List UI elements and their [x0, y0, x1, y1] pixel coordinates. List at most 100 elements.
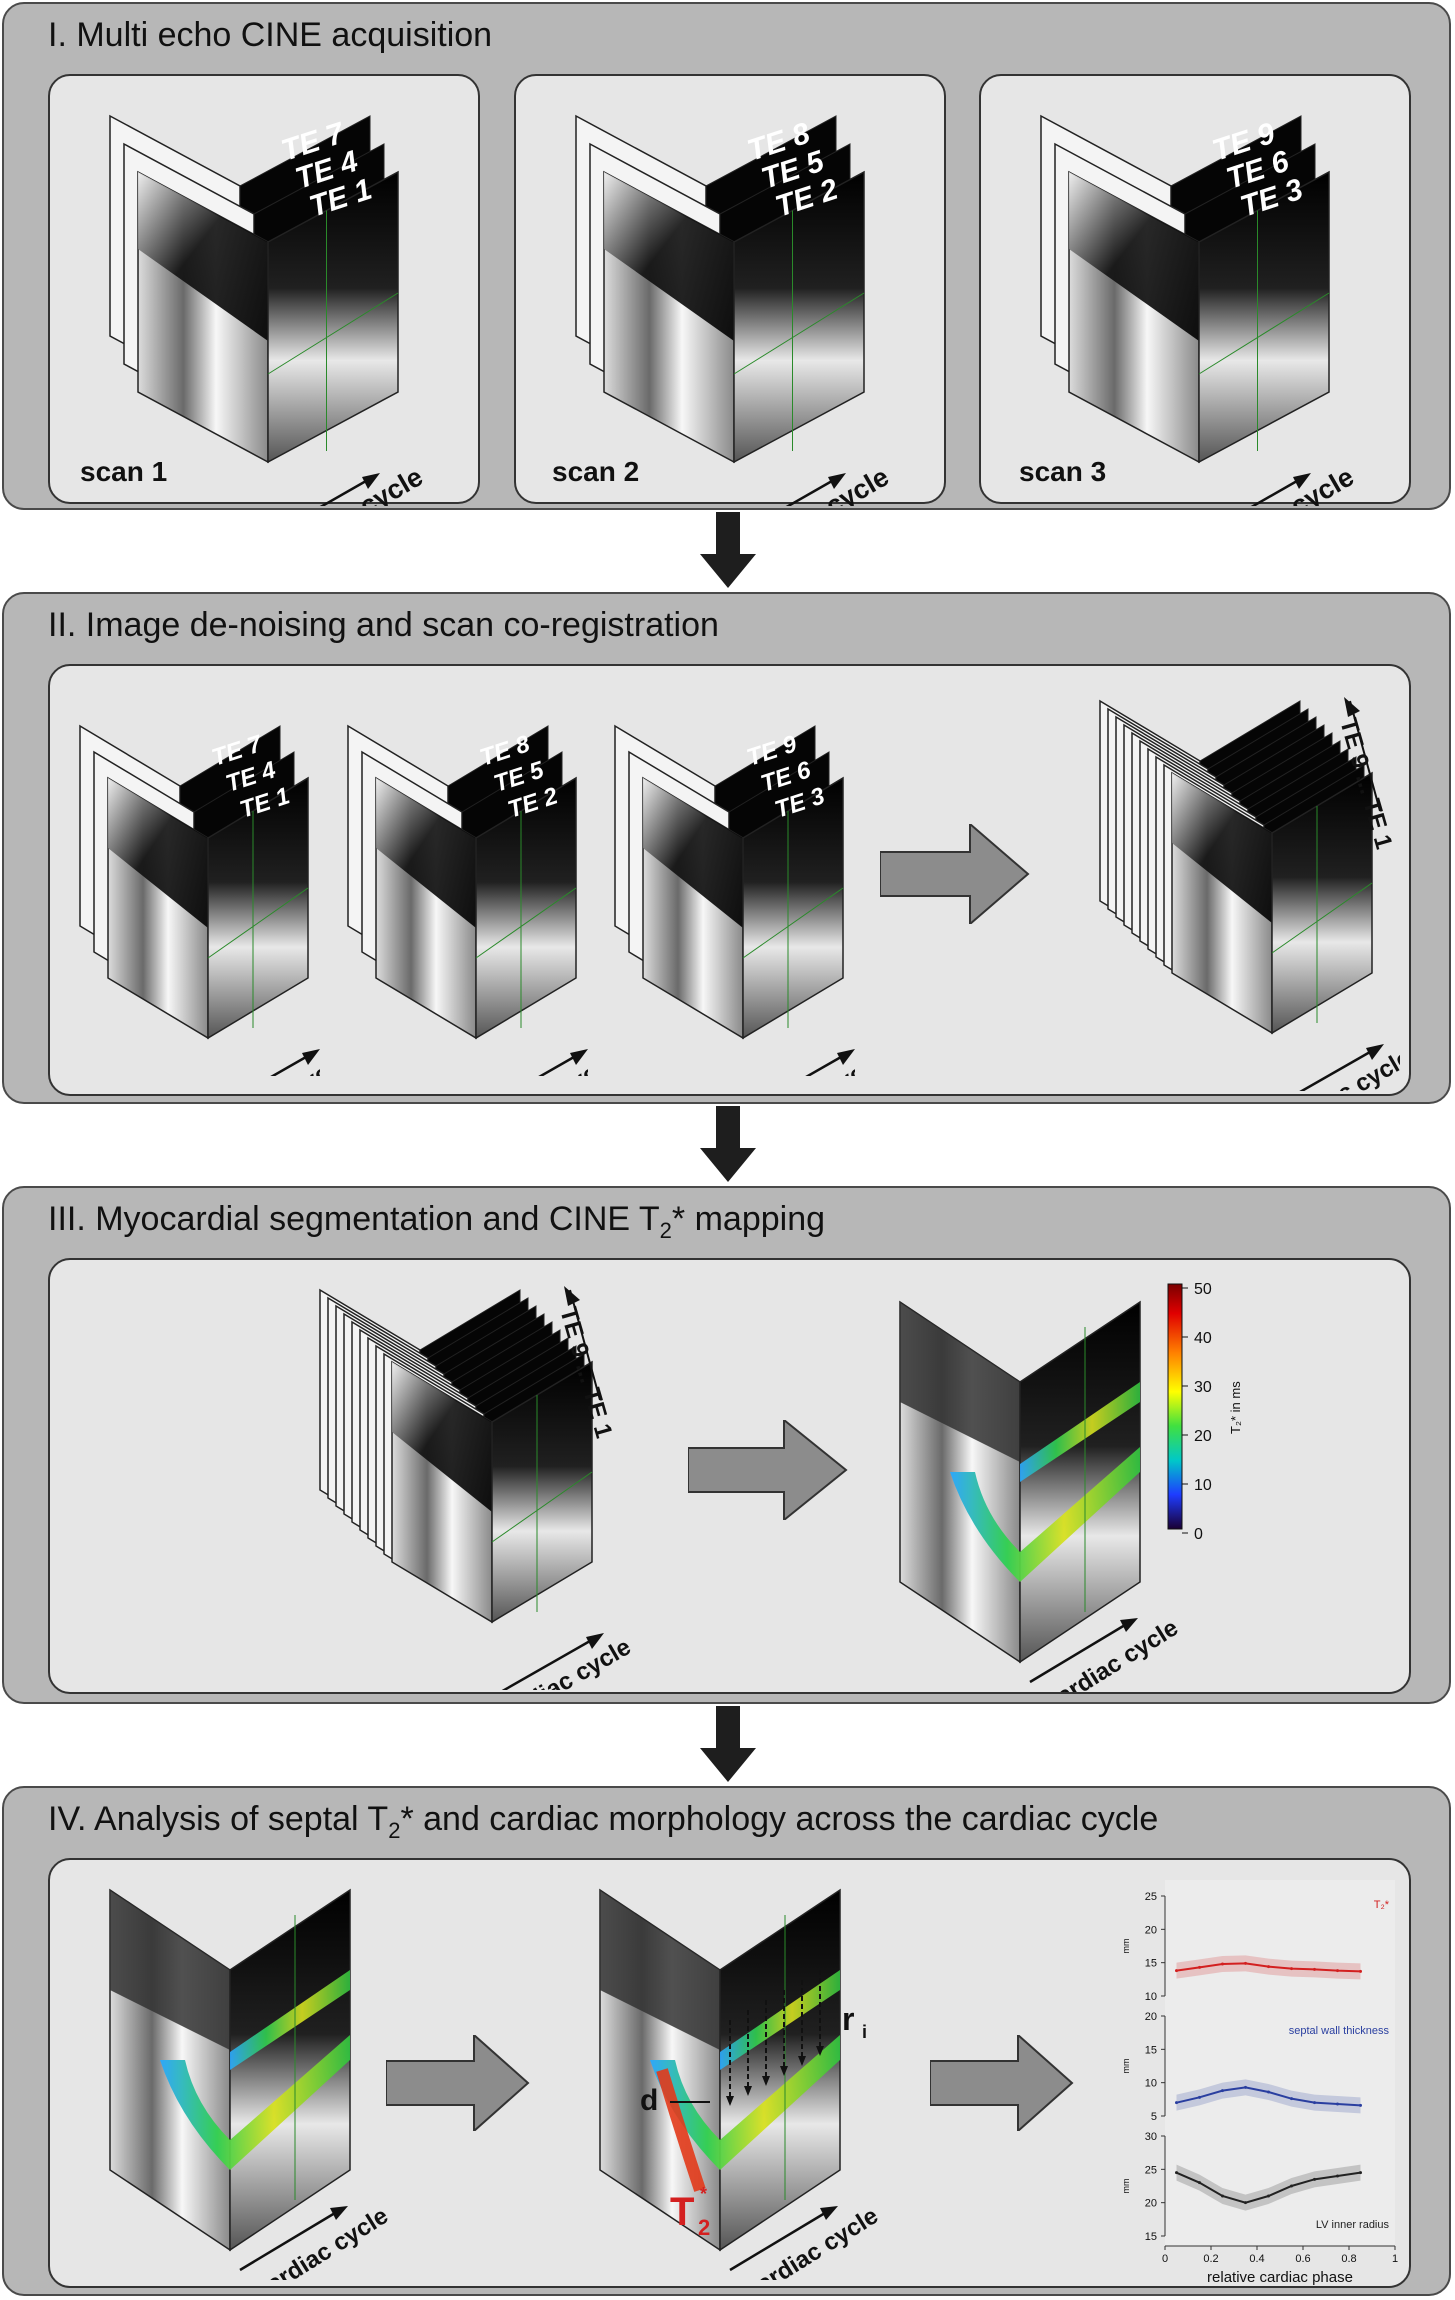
series-name: septal wall thickness: [1289, 2025, 1390, 2037]
y-tick: 5: [1151, 2111, 1157, 2123]
analysis-chart: 25 20 15 10 mm T₂* 20 15 10 5 mm septal wall thickn…: [1121, 1880, 1398, 2286]
data-point: [1313, 1967, 1316, 1971]
colorbar-tick: 20: [1194, 1428, 1212, 1445]
panel-denoising: II. Image de-noising and scan co-registr…: [2, 592, 1451, 1104]
y-tick: 20: [1145, 2198, 1157, 2210]
stack-layers: [1040, 114, 1330, 464]
x-axis-label: relative cardiac phase: [1207, 2269, 1353, 2286]
stack-layers: [109, 114, 399, 464]
svg-text:i: i: [862, 2022, 867, 2042]
down-arrow-icon: [700, 512, 756, 588]
y-axis-label: mm: [1121, 2059, 1131, 2074]
data-point: [1290, 2184, 1293, 2188]
data-point: [1244, 2085, 1247, 2089]
x-tick: 1: [1392, 2253, 1398, 2265]
data-point: [1290, 1967, 1293, 1971]
cardiac-cycle-label: cardiac cycle: [492, 1633, 636, 1690]
d-label: d: [640, 2084, 658, 2117]
ri-label: r: [842, 2001, 854, 2037]
data-point: [1198, 2095, 1201, 2099]
y-axis-label: mm: [1121, 2179, 1131, 2194]
data-point: [1359, 2103, 1362, 2107]
t2star-map-image: cardiac cycle: [109, 1888, 393, 2280]
image-stack: TE 8TE 5TE 2cardiac cycle: [575, 114, 894, 572]
scan-box-2: TE 8TE 5TE 2cardiac cycle scan 2: [514, 74, 946, 572]
y-tick: 15: [1145, 1958, 1157, 1970]
x-tick: 0.4: [1249, 2253, 1264, 2265]
data-point: [1359, 1969, 1362, 1973]
image-stack: TE 9TE 6TE 3cardiac cycle: [1040, 114, 1359, 572]
panel-mapping: III. Myocardial segmentation and CINE T2…: [2, 1186, 1451, 1704]
down-arrow-icon: [700, 1106, 756, 1182]
data-point: [1336, 2174, 1339, 2178]
colorbar-tick: 30: [1194, 1379, 1212, 1396]
y-tick: 25: [1145, 1891, 1157, 1903]
x-tick: 0.2: [1203, 2253, 1218, 2265]
data-point: [1267, 2090, 1270, 2094]
stack-layers: [79, 724, 309, 1040]
colorbar-tick: 40: [1194, 1330, 1212, 1347]
scan-label: scan 1: [80, 456, 168, 487]
t2star-map-image: cardiac cycle: [899, 1300, 1183, 1692]
colorbar-tick: 10: [1194, 1477, 1212, 1494]
scan-label: scan 2: [552, 456, 640, 487]
stack-layers: [614, 724, 844, 1040]
stack-layers: [1099, 699, 1373, 1035]
data-point: [1175, 2171, 1178, 2175]
series-name: LV inner radius: [1316, 2219, 1390, 2231]
series-name: T₂*: [1374, 1899, 1390, 1911]
cardiac-cycle-label: cardiac cycle: [1197, 461, 1359, 506]
process-arrow-icon: [688, 1420, 848, 1520]
y-tick: 15: [1145, 2044, 1157, 2056]
process-arrow-icon: [880, 824, 1030, 924]
svg-text:*: *: [700, 2184, 707, 2204]
panel-title: III. Myocardial segmentation and CINE T2…: [48, 1200, 826, 1243]
panel-analysis: IV. Analysis of septal T2* and cardiac m…: [2, 1786, 1451, 2296]
data-point: [1175, 2101, 1178, 2105]
y-tick: 20: [1145, 1924, 1157, 1936]
data-point: [1313, 2101, 1316, 2105]
data-point: [1198, 1965, 1201, 1969]
data-point: [1221, 2089, 1224, 2093]
scan-box-3: TE 9TE 6TE 3cardiac cycle scan 3: [979, 74, 1411, 572]
cardiac-cycle-label: cardiac cycle: [1272, 1044, 1401, 1091]
process-arrow-icon: [930, 2035, 1074, 2131]
panel-title: II. Image de-noising and scan co-registr…: [48, 606, 719, 644]
y-axis-label: mm: [1121, 1939, 1131, 1954]
y-tick: 20: [1145, 2011, 1157, 2023]
stack-layers: [575, 114, 865, 464]
data-point: [1313, 2177, 1316, 2181]
data-point: [1359, 2171, 1362, 2175]
y-tick: 10: [1145, 1991, 1157, 2003]
y-tick: 10: [1145, 2078, 1157, 2090]
data-point: [1221, 1962, 1224, 1966]
x-tick: 0.8: [1341, 2253, 1356, 2265]
t2-label: T: [670, 2190, 694, 2234]
image-stack: TE 9TE 6TE 3cardiac cycle: [614, 724, 855, 1076]
y-tick: 25: [1145, 2164, 1157, 2176]
data-point: [1290, 2097, 1293, 2101]
data-point: [1336, 2102, 1339, 2106]
panel-title: IV. Analysis of septal T2* and cardiac m…: [48, 1800, 1159, 1843]
y-tick: 30: [1145, 2131, 1157, 2143]
colorbar-tick: 50: [1194, 1281, 1212, 1298]
colorbar-tick: 0: [1194, 1526, 1203, 1543]
data-point: [1221, 2194, 1224, 2198]
svg-text:2: 2: [698, 2215, 710, 2240]
data-point: [1336, 1969, 1339, 1973]
colorbar-label: T₂* in ms: [1228, 1381, 1243, 1434]
image-stack: TE 8TE 5TE 2cardiac cycle: [347, 724, 588, 1076]
x-tick: 0.6: [1295, 2253, 1310, 2265]
cardiac-cycle-label: cardiac cycle: [266, 461, 428, 506]
panel-title: I. Multi echo CINE acquisition: [48, 16, 493, 54]
